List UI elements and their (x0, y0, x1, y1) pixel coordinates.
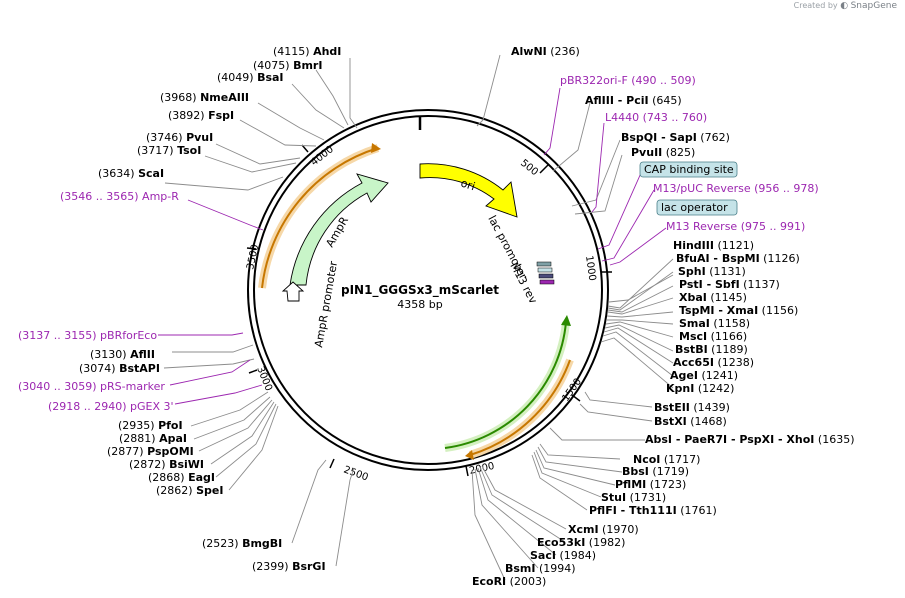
credit-prefix: Created by (793, 1, 841, 10)
lac-operator-label: lac operator (661, 201, 728, 214)
site-AflII[interactable]: (3130) AflII (90, 348, 155, 361)
site-AbsI-group[interactable]: AbsI - PaeR7I - PspXI - XhoI (1635) (645, 433, 854, 446)
feature-ori[interactable] (419, 163, 518, 218)
site-EagI[interactable]: (2868) EagI (148, 471, 215, 484)
site-PflMI[interactable]: PflMI (1723) (615, 478, 686, 491)
site-BsaI[interactable]: (4049) BsaI (217, 71, 284, 84)
site-TspMI-XmaI[interactable]: TspMI - XmaI (1156) (679, 304, 798, 317)
site-SpeI[interactable]: (2862) SpeI (156, 484, 223, 497)
site-AhdI[interactable]: (4115) AhdI (273, 45, 341, 58)
primer-L4440[interactable]: L4440 (743 .. 760) (605, 111, 707, 124)
feature-orange-arc-lower[interactable] (465, 358, 574, 460)
feature-AmpR-promoter[interactable] (281, 281, 305, 302)
site-NcoI[interactable]: NcoI (1717) (633, 453, 700, 466)
cap-binding-site-label: CAP binding site (644, 163, 734, 176)
site-SacI[interactable]: SacI (1984) (530, 549, 596, 562)
feature-lac-promoter-marks[interactable] (536, 261, 555, 285)
site-ScaI[interactable]: (3634) ScaI (98, 167, 164, 180)
site-PfoI[interactable]: (2935) PfoI (118, 419, 183, 432)
site-PvuII[interactable]: PvuII (825) (631, 146, 695, 159)
primer-pGEX-3[interactable]: (2918 .. 2940) pGEX 3' (48, 400, 174, 413)
ori-label: ori (459, 176, 477, 193)
site-AgeI[interactable]: AgeI (1241) (670, 369, 738, 382)
backbone-inner-ring (253, 115, 603, 465)
site-BsrGI[interactable]: (2399) BsrGI (252, 560, 326, 573)
lac-operator-box[interactable]: lac operator (656, 199, 738, 216)
site-NmeAIII[interactable]: (3968) NmeAIII (160, 91, 249, 104)
feature-green-arc[interactable] (444, 315, 571, 452)
site-ApaI[interactable]: (2881) ApaI (119, 432, 187, 445)
plasmid-size: 4358 bp (397, 298, 442, 311)
backbone-outer-ring (247, 109, 609, 471)
snapgene-credit: Created by ◐ SnapGene (794, 1, 897, 11)
primer-pRS-marker[interactable]: (3040 .. 3059) pRS-marker (18, 380, 165, 393)
site-KpnI[interactable]: KpnI (1242) (666, 382, 734, 395)
primer-M13-pUC-Reverse[interactable]: M13/pUC Reverse (956 .. 978) (653, 182, 819, 195)
leader-lines (163, 54, 674, 581)
site-BstEII[interactable]: BstEII (1439) (654, 401, 730, 414)
leader-lines-purple (158, 87, 667, 405)
site-BstBI[interactable]: BstBI (1189) (675, 343, 748, 356)
site-BstAPI[interactable]: (3074) BstAPI (79, 362, 160, 375)
site-PflFI-Tth111I[interactable]: PflFI - Tth111I (1761) (589, 504, 717, 517)
primer-pBR322ori-F[interactable]: pBR322ori-F (490 .. 509) (560, 74, 696, 87)
site-EcoRI[interactable]: EcoRI (2003) (472, 575, 546, 588)
site-BbsI[interactable]: BbsI (1719) (622, 465, 689, 478)
site-AlwNI[interactable]: AlwNI (236) (511, 45, 580, 58)
primer-labels: pBR322ori-F (490 .. 509) L4440 (743 .. 7… (18, 74, 819, 413)
site-SphI[interactable]: SphI (1131) (678, 265, 746, 278)
restriction-site-labels: (4115) AhdI (4075) BmrI (4049) BsaI (396… (79, 45, 854, 588)
primer-pBRforEco[interactable]: (3137 .. 3155) pBRforEco (18, 329, 157, 342)
site-Eco53kI[interactable]: Eco53kI (1982) (537, 536, 625, 549)
site-BmrI[interactable]: (4075) BmrI (253, 59, 322, 72)
cap-binding-site-box[interactable]: CAP binding site (639, 161, 738, 178)
site-BsiWI[interactable]: (2872) BsiWI (129, 458, 204, 471)
credit-brand: SnapGene (850, 1, 897, 11)
feature-AmpR[interactable] (289, 173, 389, 286)
site-PvuI[interactable]: (3746) PvuI (146, 131, 213, 144)
site-BsmI[interactable]: BsmI (1994) (505, 562, 576, 575)
tick-4000: 4000 (309, 144, 336, 168)
tick-2500: 2500 (342, 464, 370, 483)
tick-1000: 1000 (583, 255, 597, 282)
primer-Amp-R[interactable]: (3546 .. 3565) Amp-R (60, 190, 179, 203)
site-XbaI[interactable]: XbaI (1145) (679, 291, 747, 304)
tick-3500: 3500 (245, 243, 261, 270)
plasmid-name: pIN1_GGGSx3_mScarlet (341, 283, 499, 298)
site-XcmI[interactable]: XcmI (1970) (568, 523, 639, 536)
site-AflIII-PciI[interactable]: AflIII - PciI (645) (585, 94, 682, 107)
site-PstI-SbfI[interactable]: PstI - SbfI (1137) (679, 278, 780, 291)
site-BspQI-SapI[interactable]: BspQI - SapI (762) (621, 131, 730, 144)
site-TsoI[interactable]: (3717) TsoI (137, 144, 201, 157)
site-FspI[interactable]: (3892) FspI (168, 109, 234, 122)
feature-orange-upper-left[interactable] (258, 143, 381, 289)
site-HindIII[interactable]: HindIII (1121) (673, 239, 754, 252)
site-SmaI[interactable]: SmaI (1158) (679, 317, 750, 330)
site-StuI[interactable]: StuI (1731) (601, 491, 666, 504)
ampr-promoter-label: AmpR promoter (312, 260, 340, 349)
snapgene-logo-icon: ◐ (840, 1, 849, 11)
site-BstXI[interactable]: BstXI (1468) (654, 415, 727, 428)
primer-M13-Reverse[interactable]: M13 Reverse (975 .. 991) (666, 220, 805, 233)
site-MscI[interactable]: MscI (1166) (679, 330, 747, 343)
site-Acc65I[interactable]: Acc65I (1238) (673, 356, 754, 369)
site-PspOMI[interactable]: (2877) PspOMI (107, 445, 194, 458)
tick-2000: 2000 (468, 461, 495, 477)
tick-500: 500 (518, 158, 540, 178)
tick-3000: 3000 (254, 365, 274, 393)
site-BmgBI[interactable]: (2523) BmgBI (202, 537, 282, 550)
site-BfuAI-BspMI[interactable]: BfuAI - BspMI (1126) (676, 252, 800, 265)
